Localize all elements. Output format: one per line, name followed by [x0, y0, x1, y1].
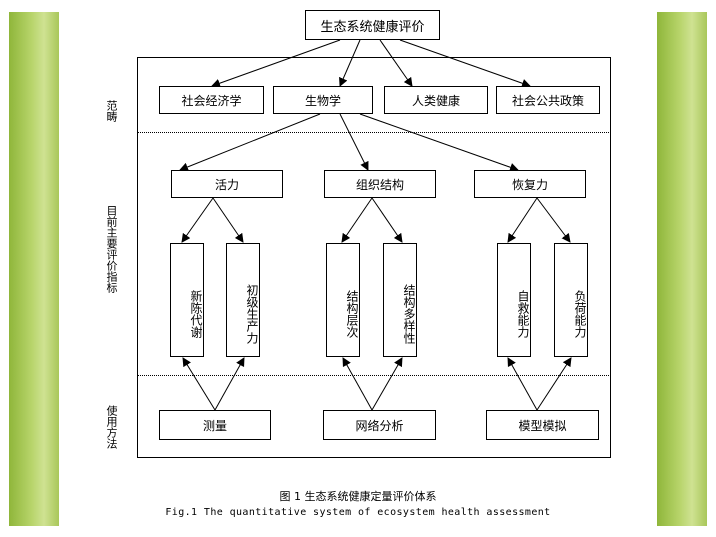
- node-category-socioeconomics: 社会经济学: [159, 86, 264, 114]
- node-sub-self-recovery: 自救能力: [497, 243, 531, 357]
- node-indicator-resilience: 恢复力: [474, 170, 586, 198]
- left-decorative-band: [9, 12, 59, 526]
- side-label-scope: 范畴: [105, 100, 118, 122]
- divider-scope: [137, 132, 611, 133]
- node-sub-structure-diversity: 结构多样性: [383, 243, 417, 357]
- node-category-biology: 生物学: [273, 86, 373, 114]
- node-indicator-vigor: 活力: [171, 170, 283, 198]
- node-indicator-organization: 组织结构: [324, 170, 436, 198]
- right-decorative-band: [657, 12, 707, 526]
- caption-chinese: 图 1 生态系统健康定量评价体系: [279, 490, 437, 503]
- node-ecosystem-health-assessment: 生态系统健康评价: [305, 10, 440, 40]
- side-label-methods: 使用方法: [105, 405, 118, 449]
- node-sub-primary-productivity: 初级生产力: [226, 243, 260, 357]
- node-category-human-health: 人类健康: [384, 86, 488, 114]
- node-sub-structure-hierarchy: 结构层次: [326, 243, 360, 357]
- side-label-indicators: 目前主要评价指标: [105, 205, 118, 293]
- node-sub-metabolism: 新陈代谢: [170, 243, 204, 357]
- node-method-model-simulation: 模型模拟: [486, 410, 599, 440]
- node-sub-load-capacity: 负荷能力: [554, 243, 588, 357]
- node-method-measurement: 测量: [159, 410, 271, 440]
- node-method-network-analysis: 网络分析: [323, 410, 436, 440]
- divider-methods: [137, 375, 611, 376]
- node-category-public-policy: 社会公共政策: [496, 86, 600, 114]
- caption-english: Fig.1 The quantitative system of ecosyst…: [165, 507, 551, 518]
- diagram-frame: [137, 57, 611, 458]
